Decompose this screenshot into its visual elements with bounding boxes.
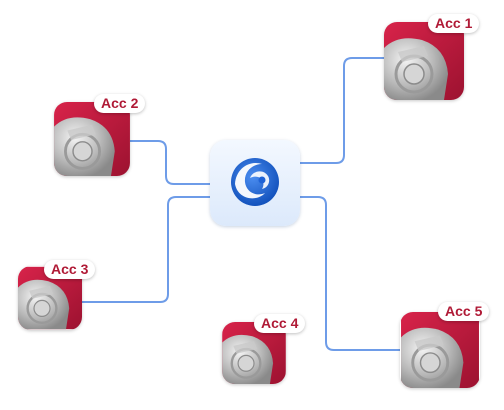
account-tile-2[interactable] <box>54 102 130 176</box>
account-label-5: Acc 5 <box>438 302 490 321</box>
account-tile-5[interactable] <box>400 312 480 388</box>
metal-ring-icon <box>222 322 286 384</box>
connector-acc-3 <box>82 196 210 303</box>
metal-ring-icon <box>401 312 479 388</box>
connector-acc-5 <box>300 196 402 351</box>
account-tile-1[interactable] <box>384 22 464 100</box>
account-tile-4[interactable] <box>222 322 286 384</box>
connector-acc-1 <box>300 57 388 164</box>
metal-ring-icon <box>54 102 130 176</box>
account-label-2: Acc 2 <box>94 94 146 113</box>
swirl-logo-icon <box>231 158 279 206</box>
hub-app-tile[interactable] <box>210 140 300 226</box>
connector-acc-2 <box>128 140 210 185</box>
account-label-4: Acc 4 <box>254 314 306 333</box>
account-label-1: Acc 1 <box>428 14 480 33</box>
metal-ring-icon <box>384 22 464 100</box>
account-label-3: Acc 3 <box>44 260 96 279</box>
